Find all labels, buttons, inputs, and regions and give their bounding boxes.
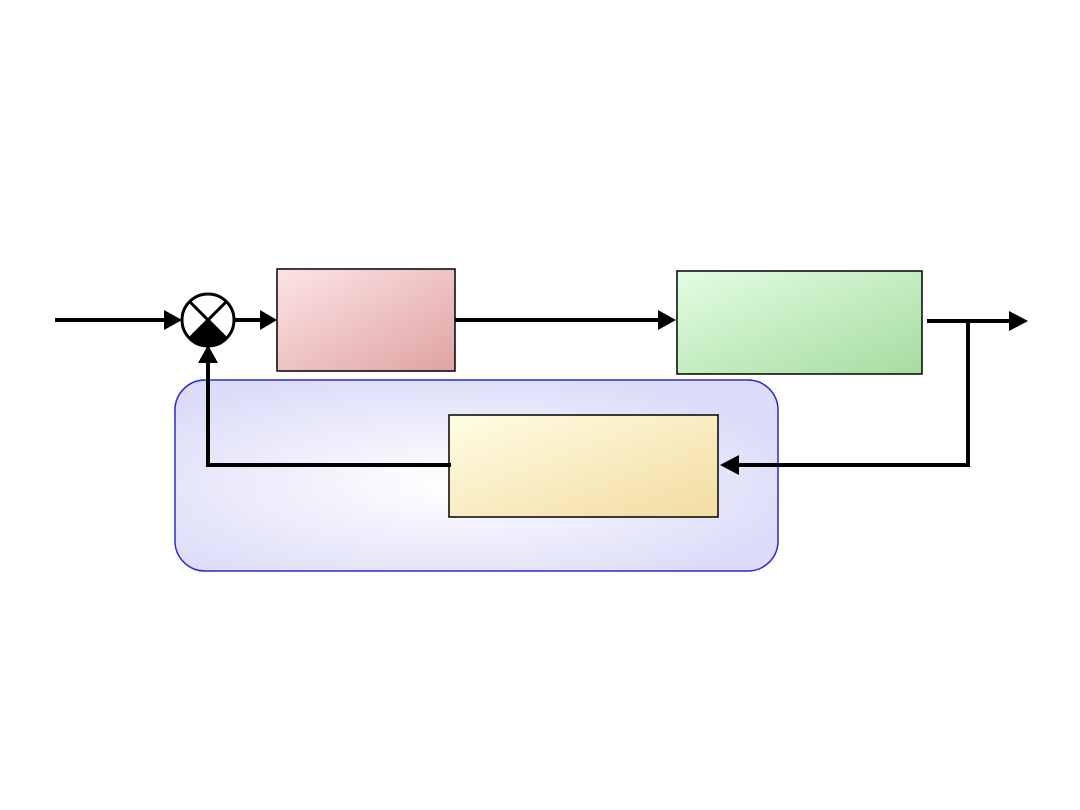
summing-junction-negative-sector (189, 320, 227, 347)
controller-block (276, 268, 456, 372)
controller-to-plant-arrow (455, 310, 676, 330)
junction-to-controller-arrow (235, 310, 277, 330)
feedback-block (448, 414, 719, 518)
feedback-tap-wire (720, 321, 970, 475)
output-arrow (927, 311, 1028, 331)
input-arrow (55, 310, 182, 330)
summing-junction (180, 292, 236, 348)
feedback-return-arrow (198, 345, 451, 467)
plant-block (676, 270, 923, 375)
